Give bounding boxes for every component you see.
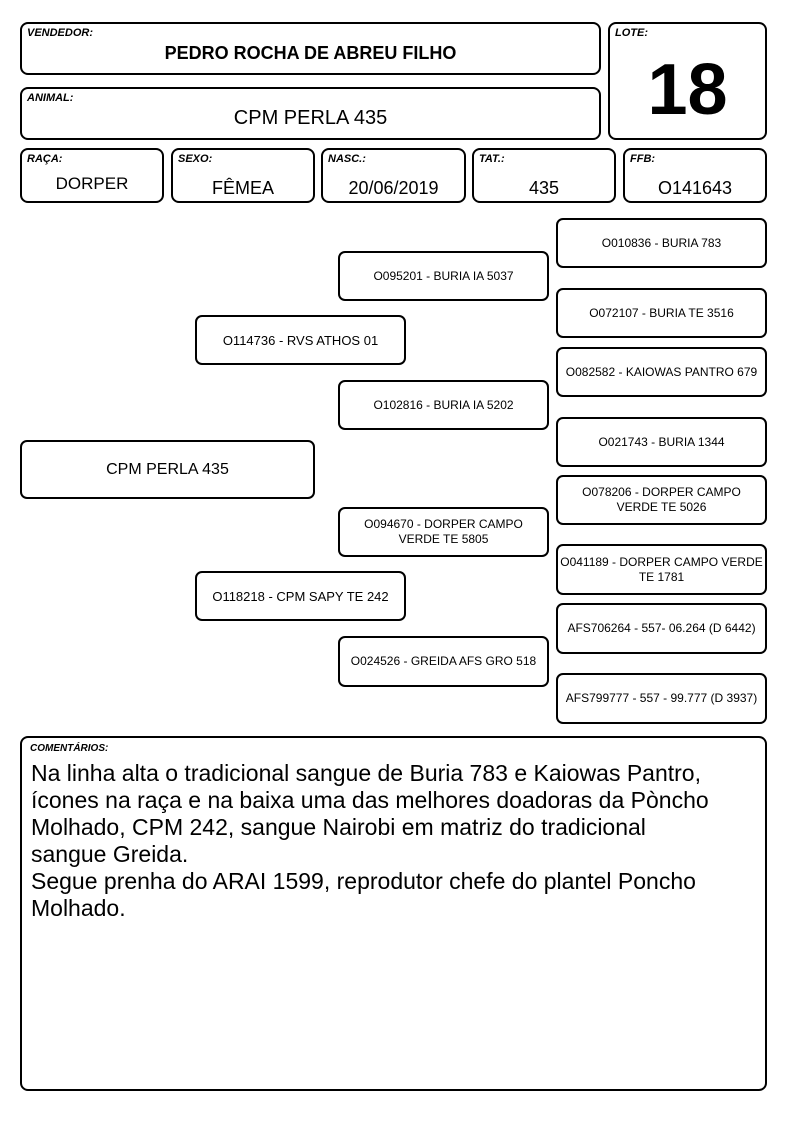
nasc-label: NASC.: — [328, 153, 366, 165]
vendedor-box: VENDEDOR: PEDRO ROCHA DE ABREU FILHO — [20, 22, 601, 75]
animal-name: CPM PERLA 435 — [233, 107, 388, 129]
comments-text: Na linha alta o tradicional sangue de Bu… — [31, 760, 709, 921]
pedigree-gg-3: O082582 - KAIOWAS PANTRO 679 — [556, 347, 767, 397]
pedigree-sire-dam: O102816 - BURIA IA 5202 — [338, 380, 549, 430]
pedigree-gg-6: O041189 - DORPER CAMPO VERDE TE 1781 — [556, 544, 767, 595]
pedigree-gg-7: AFS706264 - 557- 06.264 (D 6442) — [556, 603, 767, 654]
raca-label: RAÇA: — [27, 153, 63, 165]
lote-box: LOTE: 18 — [608, 22, 767, 140]
vendedor-label: VENDEDOR: — [27, 27, 94, 39]
pedigree-gg-5: O078206 - DORPER CAMPO VERDE TE 5026 — [556, 475, 767, 525]
comments-box: COMENTÁRIOS: Na linha alta o tradicional… — [20, 736, 767, 1091]
ffb-box: FFB: O141643 — [623, 148, 767, 203]
nasc-box: NASC.: 20/06/2019 — [321, 148, 466, 203]
pedigree-gg-8: AFS799777 - 557 - 99.777 (D 3937) — [556, 673, 767, 724]
tat-label: TAT.: — [479, 153, 505, 165]
sexo-label: SEXO: — [178, 153, 213, 165]
raca-box: RAÇA: DORPER — [20, 148, 164, 203]
pedigree-animal: CPM PERLA 435 — [20, 440, 315, 499]
pedigree-dam: O118218 - CPM SAPY TE 242 — [195, 571, 406, 621]
pedigree-gg-1: O010836 - BURIA 783 — [556, 218, 767, 268]
comments-label: COMENTÁRIOS: — [30, 743, 109, 754]
sexo-value: FÊMEA — [211, 178, 274, 198]
animal-box: ANIMAL: CPM PERLA 435 — [20, 87, 601, 140]
raca-value: DORPER — [55, 174, 129, 193]
nasc-value: 20/06/2019 — [348, 178, 439, 198]
pedigree-sire: O114736 - RVS ATHOS 01 — [195, 315, 406, 365]
tat-box: TAT.: 435 — [472, 148, 616, 203]
pedigree-dam-dam: O024526 - GREIDA AFS GRO 518 — [338, 636, 549, 687]
lote-label: LOTE: — [615, 27, 648, 39]
pedigree-gg-4: O021743 - BURIA 1344 — [556, 417, 767, 467]
animal-label: ANIMAL: — [27, 92, 74, 104]
vendedor-value: PEDRO ROCHA DE ABREU FILHO — [164, 43, 457, 63]
pedigree-dam-sire: O094670 - DORPER CAMPO VERDE TE 5805 — [338, 507, 549, 557]
ffb-label: FFB: — [630, 153, 656, 165]
lote-number: 18 — [647, 50, 728, 130]
sexo-box: SEXO: FÊMEA — [171, 148, 315, 203]
tat-value: 435 — [528, 178, 560, 198]
ffb-value: O141643 — [657, 178, 733, 198]
pedigree-gg-2: O072107 - BURIA TE 3516 — [556, 288, 767, 338]
pedigree-sire-sire: O095201 - BURIA IA 5037 — [338, 251, 549, 301]
